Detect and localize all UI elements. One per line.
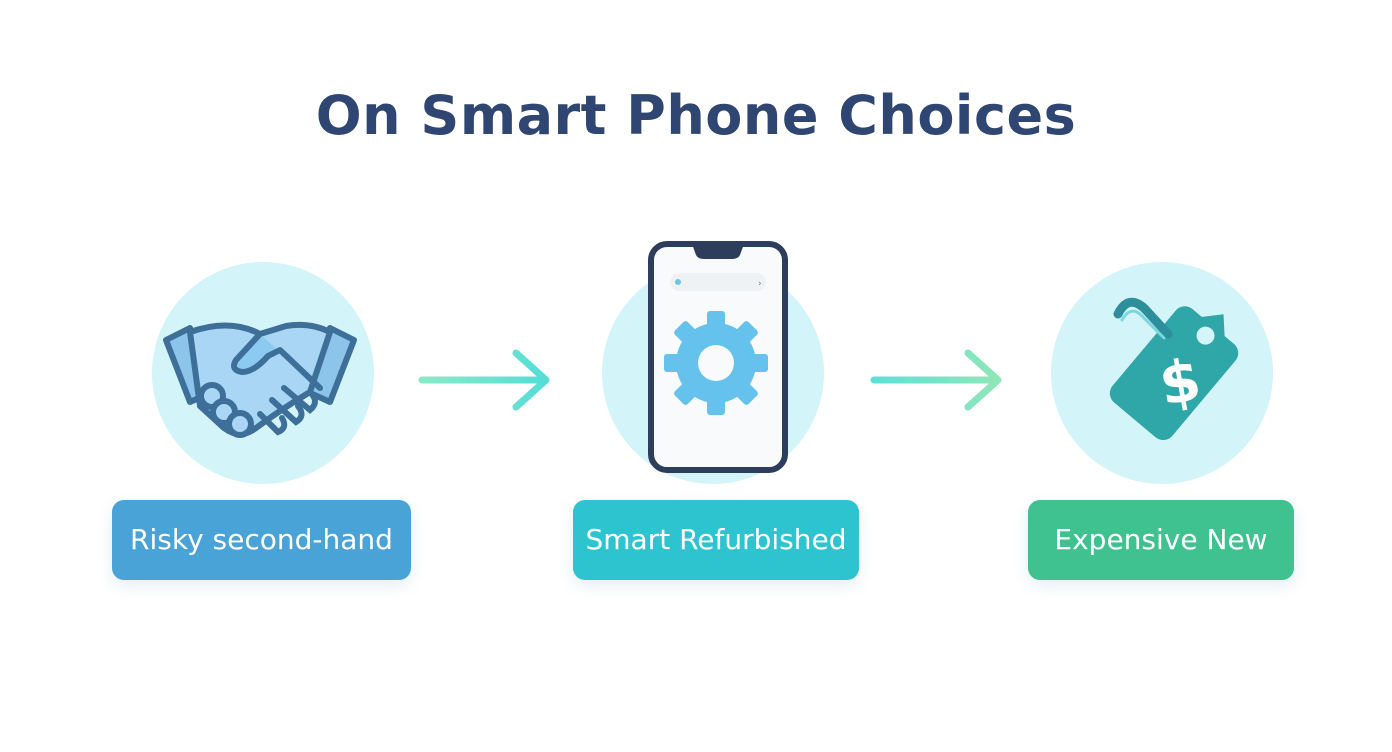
arrow-right-icon — [418, 345, 558, 415]
page-title: On Smart Phone Choices — [315, 84, 1077, 147]
svg-text:›: › — [758, 279, 762, 289]
step-label-smart-refurbished: Smart Refurbished — [573, 500, 859, 580]
smartphone-gear-icon: › — [648, 241, 788, 473]
handshake-icon — [160, 310, 360, 450]
price-tag-dollar-icon: $ — [1098, 290, 1258, 450]
step-label-risky-second-hand: Risky second-hand — [112, 500, 411, 580]
arrow-right-icon — [870, 345, 1010, 415]
step-label-expensive-new: Expensive New — [1028, 500, 1294, 580]
